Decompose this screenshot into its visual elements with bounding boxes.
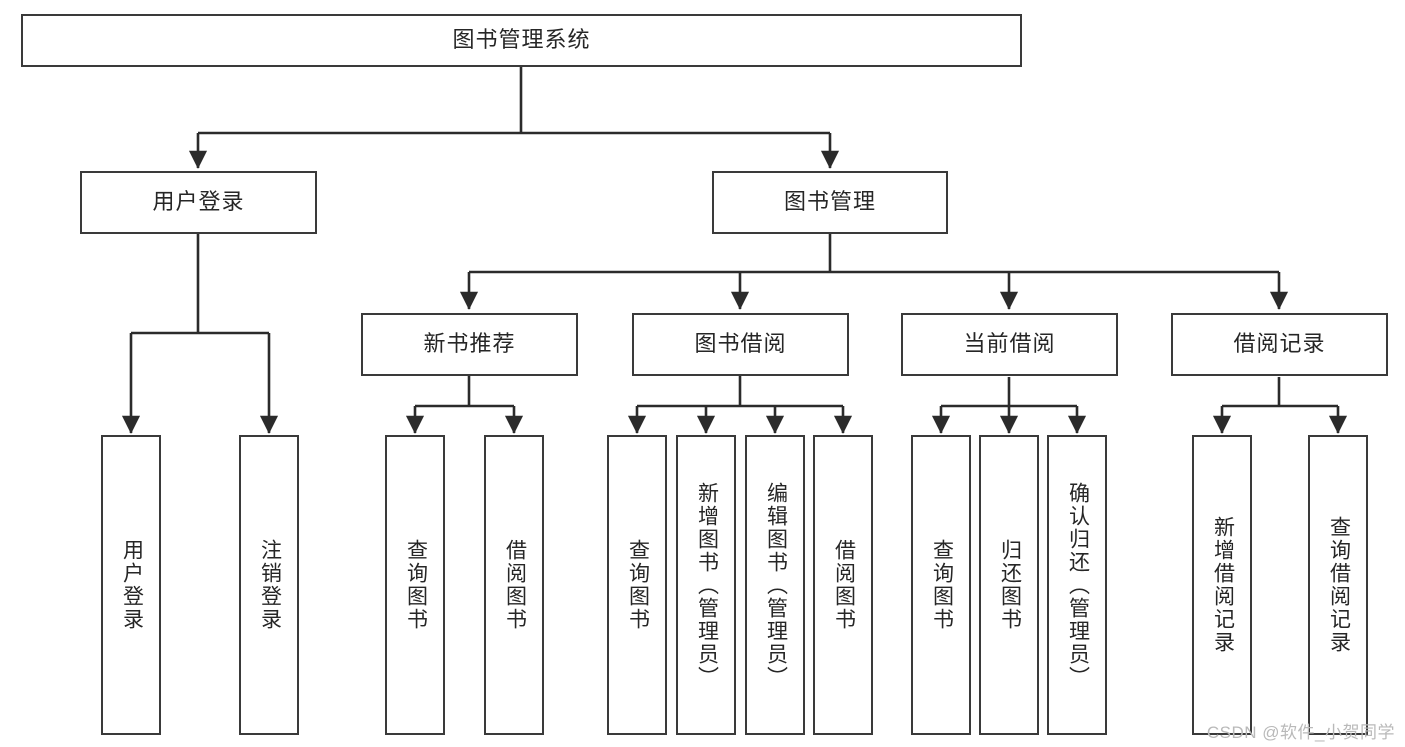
node-label: 注销登录 <box>258 539 282 631</box>
node-label: 借阅记录 <box>1233 331 1326 357</box>
node-root-system[interactable]: 图书管理系统 <box>21 14 1022 67</box>
leaf-add-borrow-record[interactable]: 新增借阅记录 <box>1192 435 1252 735</box>
node-label: 归还图书 <box>998 539 1022 631</box>
leaf-query-borrow-record[interactable]: 查询借阅记录 <box>1308 435 1368 735</box>
node-label: 新书推荐 <box>423 331 516 357</box>
node-label: 确认归还（管理员） <box>1066 481 1090 689</box>
node-label: 查询借阅记录 <box>1327 516 1351 654</box>
node-label: 新增图书（管理员） <box>695 481 719 689</box>
leaf-borrow-book[interactable]: 借阅图书 <box>813 435 873 735</box>
leaf-add-book[interactable]: 新增图书（管理员） <box>676 435 736 735</box>
node-label: 新增借阅记录 <box>1211 516 1235 654</box>
node-label: 查询图书 <box>626 539 650 631</box>
node-label: 图书借阅 <box>694 331 787 357</box>
node-label: 图书管理系统 <box>452 27 591 53</box>
node-label: 用户登录 <box>152 189 245 215</box>
node-new-book-recommend[interactable]: 新书推荐 <box>361 313 578 376</box>
leaf-borrow-book-recommend[interactable]: 借阅图书 <box>484 435 544 735</box>
leaf-user-logout[interactable]: 注销登录 <box>239 435 299 735</box>
node-borrow-record[interactable]: 借阅记录 <box>1171 313 1388 376</box>
node-label: 查询图书 <box>930 539 954 631</box>
node-label: 借阅图书 <box>503 539 527 631</box>
node-label: 用户登录 <box>120 539 144 631</box>
node-book-borrow[interactable]: 图书借阅 <box>632 313 849 376</box>
leaf-query-book-borrow[interactable]: 查询图书 <box>607 435 667 735</box>
node-book-management[interactable]: 图书管理 <box>712 171 948 234</box>
node-label: 图书管理 <box>783 189 876 215</box>
leaf-query-book-recommend[interactable]: 查询图书 <box>385 435 445 735</box>
node-label: 查询图书 <box>404 539 428 631</box>
leaf-user-login[interactable]: 用户登录 <box>101 435 161 735</box>
node-label: 编辑图书（管理员） <box>764 481 788 689</box>
node-label: 当前借阅 <box>963 331 1056 357</box>
node-user-login[interactable]: 用户登录 <box>80 171 317 234</box>
leaf-edit-book[interactable]: 编辑图书（管理员） <box>745 435 805 735</box>
node-label: 借阅图书 <box>832 539 856 631</box>
node-current-borrow[interactable]: 当前借阅 <box>901 313 1118 376</box>
leaf-return-book[interactable]: 归还图书 <box>979 435 1039 735</box>
leaf-confirm-return[interactable]: 确认归还（管理员） <box>1047 435 1107 735</box>
leaf-query-book-current[interactable]: 查询图书 <box>911 435 971 735</box>
